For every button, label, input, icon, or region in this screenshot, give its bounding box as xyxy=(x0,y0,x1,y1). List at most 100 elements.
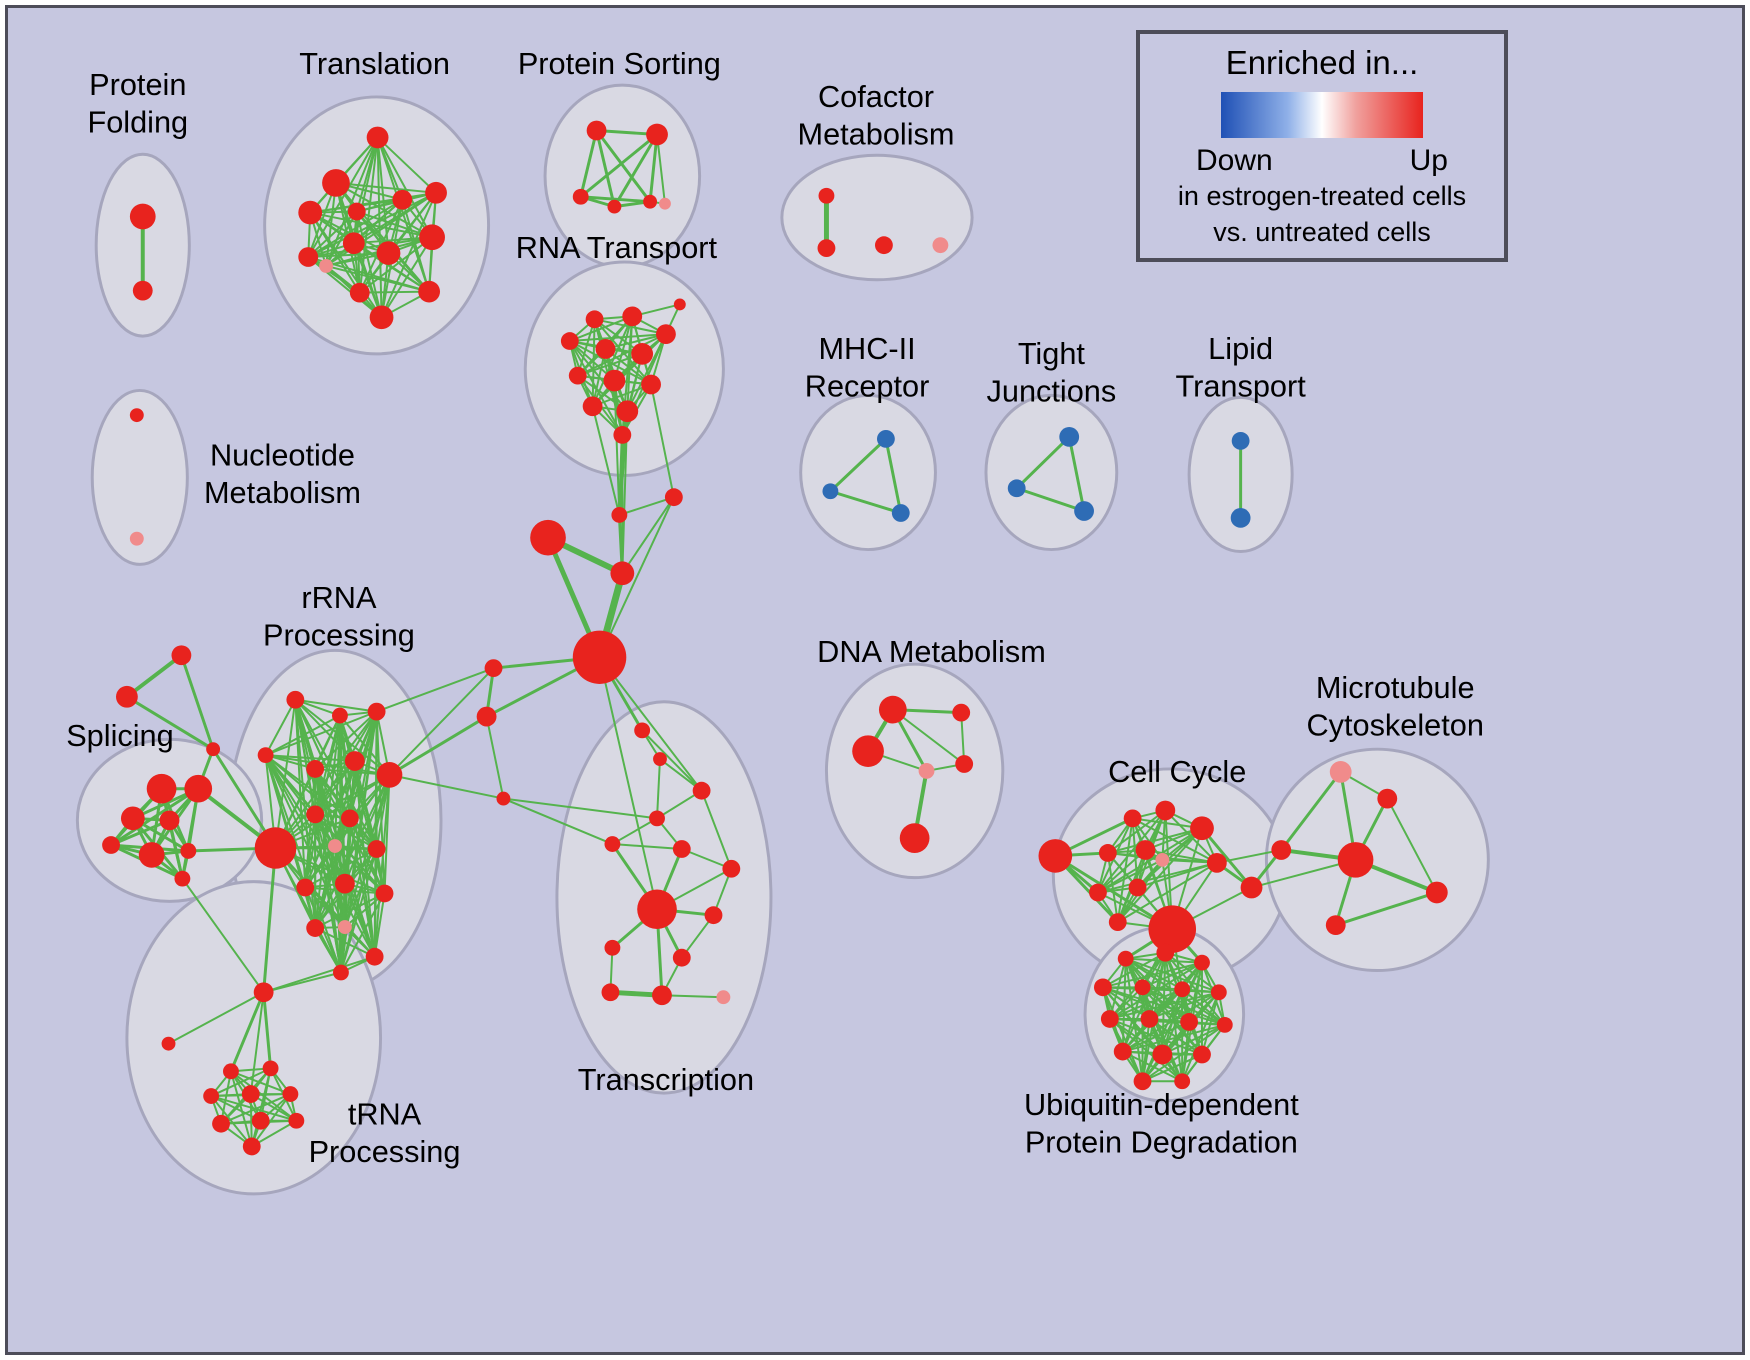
node-79 xyxy=(367,840,386,858)
cluster-label-trna-processing: Processing xyxy=(309,1135,461,1169)
edge xyxy=(502,797,659,820)
node-110 xyxy=(652,985,672,1006)
cluster-ellipse-tight-junctions xyxy=(984,393,1119,552)
edge xyxy=(348,817,386,895)
node-103 xyxy=(672,840,691,858)
legend-gradient-bar xyxy=(1221,92,1423,138)
node-59 xyxy=(206,742,221,757)
edge xyxy=(656,133,666,205)
edge xyxy=(1136,861,1218,889)
node-2 xyxy=(366,126,389,149)
node-37 xyxy=(616,400,639,423)
node-142 xyxy=(1174,981,1191,998)
node-28 xyxy=(622,306,643,327)
edge xyxy=(660,994,725,999)
legend-up-label: Up xyxy=(1409,144,1448,177)
node-69 xyxy=(332,707,348,724)
edge xyxy=(1250,858,1357,889)
edge xyxy=(274,698,297,849)
edge xyxy=(294,698,307,889)
edge xyxy=(325,191,438,267)
node-118 xyxy=(1038,839,1073,873)
node-58 xyxy=(116,685,138,708)
node-47 xyxy=(876,429,895,448)
cluster-label-rrna-processing: rRNA xyxy=(301,581,377,615)
edge xyxy=(210,1095,253,1148)
edge xyxy=(307,198,404,259)
node-99 xyxy=(653,752,667,766)
node-147 xyxy=(1216,1016,1233,1033)
legend-scale-labels: Down Up xyxy=(1196,144,1448,178)
cluster-label-transcription: Transcription xyxy=(578,1063,754,1097)
node-30 xyxy=(560,332,579,350)
node-92 xyxy=(241,1085,260,1103)
node-133 xyxy=(1271,840,1292,860)
node-42 xyxy=(610,561,635,586)
edge xyxy=(613,379,621,516)
edge xyxy=(388,667,495,776)
edge xyxy=(618,496,675,516)
edge xyxy=(309,211,383,319)
cluster-label-trna-processing: tRNA xyxy=(348,1098,422,1132)
edge xyxy=(314,773,391,930)
edge xyxy=(1116,827,1203,924)
node-27 xyxy=(585,310,604,329)
edge xyxy=(125,695,215,751)
node-51 xyxy=(1007,479,1026,498)
node-45 xyxy=(476,706,497,727)
node-39 xyxy=(664,488,683,507)
edge xyxy=(304,767,317,889)
node-109 xyxy=(601,983,620,1002)
edge xyxy=(124,653,184,699)
edge xyxy=(264,714,341,757)
node-12 xyxy=(319,259,334,273)
cluster-label-protein-folding: Protein xyxy=(89,68,186,102)
node-56 xyxy=(129,531,144,546)
legend: Enriched in... Down Up in estrogen-treat… xyxy=(1136,30,1508,262)
node-130 xyxy=(1108,913,1127,932)
edge xyxy=(1144,848,1218,864)
edge xyxy=(264,754,376,958)
node-143 xyxy=(1210,984,1227,1001)
node-71 xyxy=(257,747,274,764)
edge xyxy=(358,236,434,294)
node-36 xyxy=(582,396,603,417)
node-134 xyxy=(1337,842,1374,878)
node-124 xyxy=(1155,852,1170,867)
node-88 xyxy=(161,1036,176,1051)
node-83 xyxy=(306,919,325,937)
node-131 xyxy=(1329,761,1352,783)
node-34 xyxy=(603,369,626,392)
edge xyxy=(576,352,644,377)
node-52 xyxy=(1074,501,1094,521)
node-50 xyxy=(1059,427,1080,447)
edge xyxy=(220,1093,292,1125)
cluster-label-ubiquitin-degradation: Protein Degradation xyxy=(1025,1125,1298,1159)
node-117 xyxy=(899,823,930,853)
node-49 xyxy=(891,504,910,522)
node-126 xyxy=(1089,883,1107,902)
edge xyxy=(309,191,438,214)
node-84 xyxy=(337,920,352,934)
edge xyxy=(181,877,265,994)
node-70 xyxy=(367,702,386,721)
node-40 xyxy=(611,507,628,523)
node-63 xyxy=(159,810,180,831)
cluster-label-lipid-transport: Lipid xyxy=(1208,332,1273,366)
node-53 xyxy=(1231,431,1250,450)
edge xyxy=(611,817,659,846)
edge xyxy=(325,264,431,293)
node-139 xyxy=(1194,954,1210,971)
edge xyxy=(343,773,391,885)
cluster-label-mhc-ii-receptor: Receptor xyxy=(805,369,930,403)
node-5 xyxy=(347,202,366,221)
node-77 xyxy=(340,809,359,828)
node-125 xyxy=(1206,852,1227,873)
node-68 xyxy=(286,690,305,709)
edge xyxy=(611,843,683,850)
node-0 xyxy=(129,203,156,230)
edge xyxy=(598,656,659,911)
cluster-label-tight-junctions: Tight xyxy=(1018,337,1086,371)
